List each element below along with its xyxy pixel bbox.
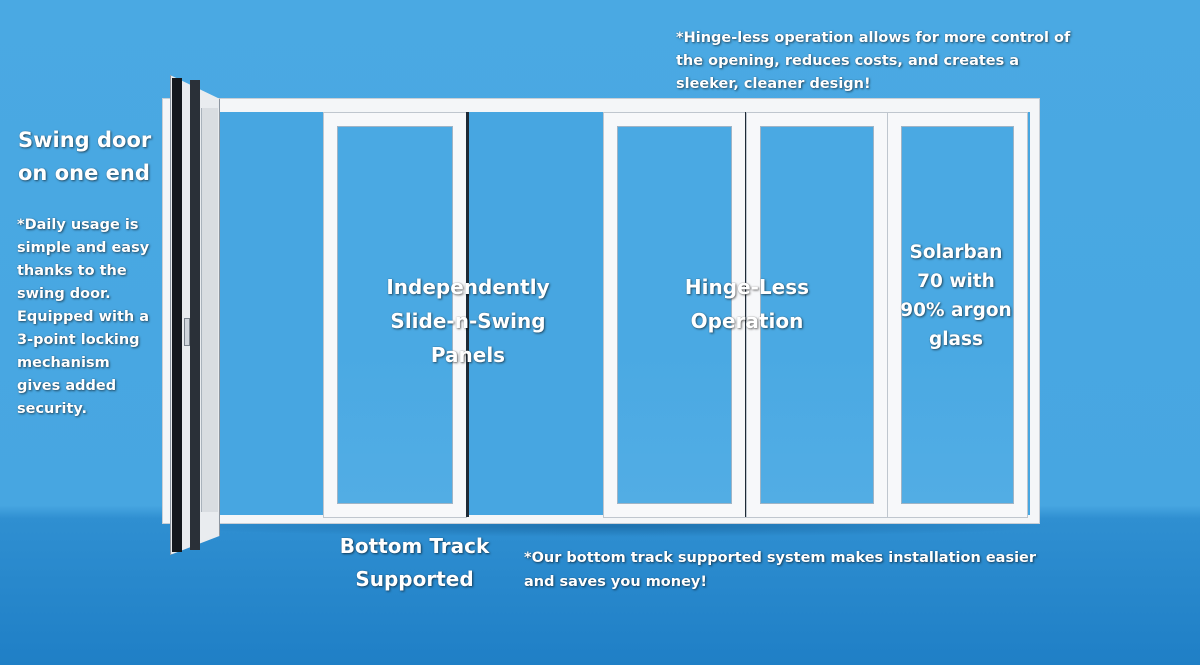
- door-handle-icon: [184, 318, 190, 346]
- swing-door-note: *Daily usage is simple and easy thanks t…: [17, 217, 150, 417]
- panel-seam: [466, 112, 469, 517]
- swing-door-edge: [172, 78, 182, 552]
- hinge-less-note: *Hinge-less operation allows for more co…: [676, 30, 1071, 92]
- bottom-track-note: *Our bottom track supported system makes…: [524, 550, 1037, 590]
- door-panel-4: [887, 112, 1028, 518]
- panel-glass: [901, 126, 1014, 504]
- solarban-glass-label: Solarban 70 with 90% argon glass: [900, 242, 1012, 350]
- panel-glass: [617, 126, 732, 504]
- door-panel-3: [746, 112, 888, 518]
- panel-glass: [337, 126, 453, 504]
- bottom-track-label: Bottom Track Supported: [339, 534, 490, 591]
- hinge-less-operation-label: Hinge-Less Operation: [684, 275, 810, 333]
- slide-n-swing-label: Independently Slide-n-Swing Panels: [386, 275, 550, 367]
- swing-door-glass: [201, 108, 218, 512]
- swing-door-title: Swing door on one end: [18, 128, 152, 185]
- swing-door-stile: [190, 80, 200, 550]
- door-panel-2: [603, 112, 746, 518]
- panel-glass: [760, 126, 874, 504]
